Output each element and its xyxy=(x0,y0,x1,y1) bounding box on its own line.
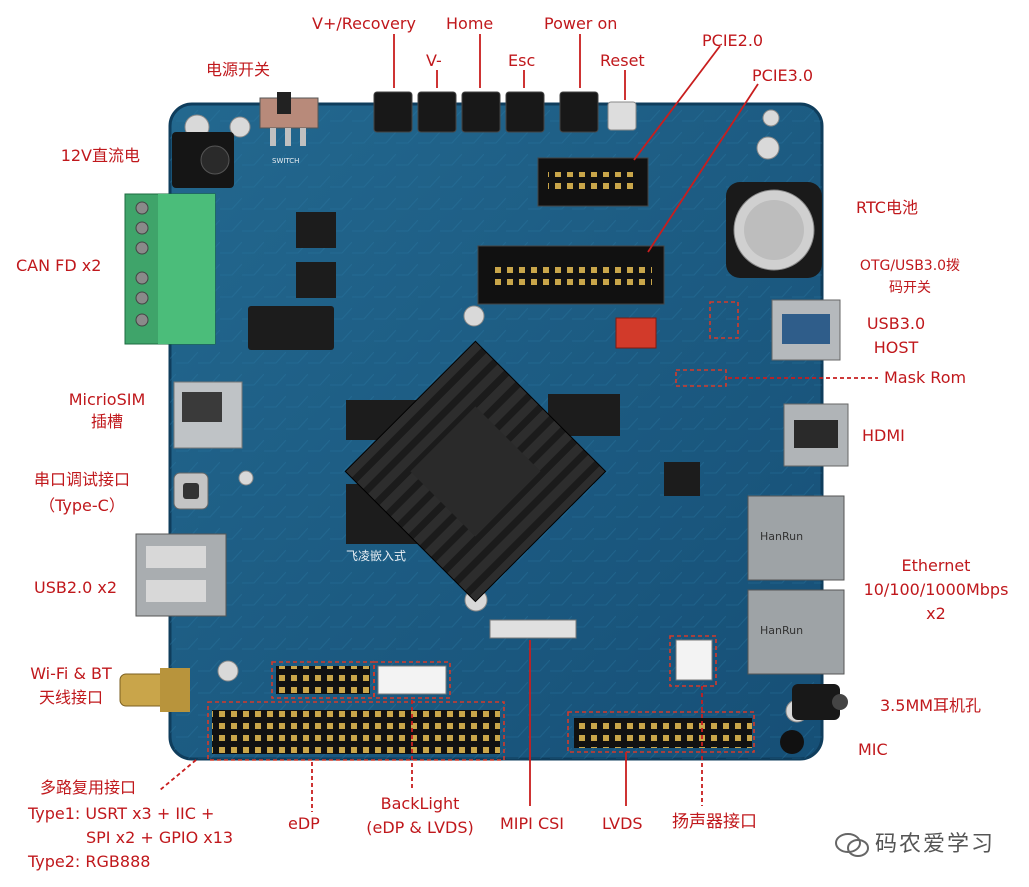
hdmi-port[interactable] xyxy=(783,403,849,467)
label-power-on: Power on xyxy=(544,14,618,33)
label-home: Home xyxy=(446,14,494,33)
label-mipi-csi: MIPI CSI xyxy=(500,814,565,833)
tactile-buttons[interactable] xyxy=(373,91,637,133)
label-serial-debug-1: 串口调试接口 xyxy=(33,470,130,489)
usb2-stack[interactable] xyxy=(135,533,227,617)
watermark: 码农爱学习 xyxy=(834,826,995,858)
label-otg-1: OTG/USB3.0拨 xyxy=(859,258,961,274)
label-backlight-2: (eDP & LVDS) xyxy=(366,818,474,837)
label-power-switch: 电源开关 xyxy=(206,60,271,79)
label-microsim-1: MicrioSIM xyxy=(68,390,146,409)
power-switch[interactable] xyxy=(259,92,319,146)
label-type1-line1: Type1: USRT x3 + IIC + xyxy=(28,804,215,823)
label-eth-1: Ethernet xyxy=(901,556,971,575)
mipi-csi-connector[interactable] xyxy=(489,619,577,639)
label-wifi-bt-1: Wi-Fi & BT xyxy=(30,664,112,683)
label-audio: 3.5MM耳机孔 xyxy=(880,696,982,715)
ethernet-port-1[interactable]: HanRun xyxy=(747,495,845,581)
svg-text:HanRun: HanRun xyxy=(760,530,803,543)
label-can-fd: CAN FD x2 xyxy=(16,256,102,275)
label-usb2: USB2.0 x2 xyxy=(34,578,118,597)
can-terminal-block[interactable] xyxy=(124,193,216,345)
label-rtc: RTC电池 xyxy=(856,198,918,217)
label-usb3-2: HOST xyxy=(873,338,919,357)
label-esc: Esc xyxy=(508,51,536,70)
label-dc12v: 12V直流电 xyxy=(60,146,140,165)
rtc-battery[interactable] xyxy=(726,182,822,278)
pcie3-slot[interactable] xyxy=(477,245,665,305)
dashed-boxes xyxy=(207,301,755,761)
label-edp: eDP xyxy=(288,814,320,833)
label-mic: MIC xyxy=(858,740,888,759)
heatsink xyxy=(344,340,607,603)
label-multiplex: 多路复用接口 xyxy=(40,778,137,797)
label-speaker: 扬声器接口 xyxy=(672,812,757,832)
label-mask-rom: Mask Rom xyxy=(884,368,967,387)
leader-lines xyxy=(159,34,878,812)
label-reset: Reset xyxy=(600,51,645,70)
brand-silk: 飞凌嵌入式 xyxy=(346,549,406,563)
label-otg-2: 码开关 xyxy=(889,280,931,296)
speaker-connector[interactable] xyxy=(675,639,713,681)
label-lvds: LVDS xyxy=(602,814,643,833)
dc-jack[interactable] xyxy=(172,132,234,188)
ethernet-port-2[interactable]: HanRun xyxy=(747,589,845,675)
label-type1-line2: SPI x2 + GPIO x13 xyxy=(86,828,234,847)
label-eth-3: x2 xyxy=(926,604,946,623)
otg-dip-switch[interactable] xyxy=(615,317,657,349)
label-v-plus: V+/Recovery xyxy=(312,14,416,33)
label-serial-debug-2: （Type-C） xyxy=(39,496,125,515)
label-eth-2: 10/100/1000Mbps xyxy=(863,580,1009,599)
audio-jack[interactable] xyxy=(792,684,848,720)
label-type2: Type2: RGB888 xyxy=(28,852,151,871)
label-v-minus: V- xyxy=(426,51,442,70)
label-usb3-1: USB3.0 xyxy=(866,314,926,333)
usb-c-debug-port[interactable] xyxy=(173,472,209,510)
label-wifi-bt-2: 天线接口 xyxy=(38,688,103,707)
wechat-icon xyxy=(834,833,869,857)
pcie2-slot[interactable] xyxy=(537,157,649,207)
label-hdmi: HDMI xyxy=(862,426,905,445)
multiplex-header[interactable] xyxy=(212,710,500,754)
antenna-connector[interactable] xyxy=(119,668,190,712)
svg-text:HanRun: HanRun xyxy=(760,624,803,637)
watermark-text: 码农爱学习 xyxy=(874,832,995,857)
lvds-header[interactable] xyxy=(574,718,752,748)
switch-silk: SWITCH xyxy=(272,157,299,165)
sim-slot[interactable] xyxy=(173,381,243,449)
label-pcie2: PCIE2.0 xyxy=(702,31,764,50)
usb3-port[interactable] xyxy=(771,299,841,361)
label-backlight-1: BackLight xyxy=(380,794,460,813)
backlight-connector[interactable] xyxy=(377,665,447,695)
edp-header[interactable] xyxy=(276,666,370,694)
label-microsim-2: 插槽 xyxy=(90,412,123,431)
mic-component xyxy=(780,730,804,754)
label-pcie3: PCIE3.0 xyxy=(752,66,814,85)
